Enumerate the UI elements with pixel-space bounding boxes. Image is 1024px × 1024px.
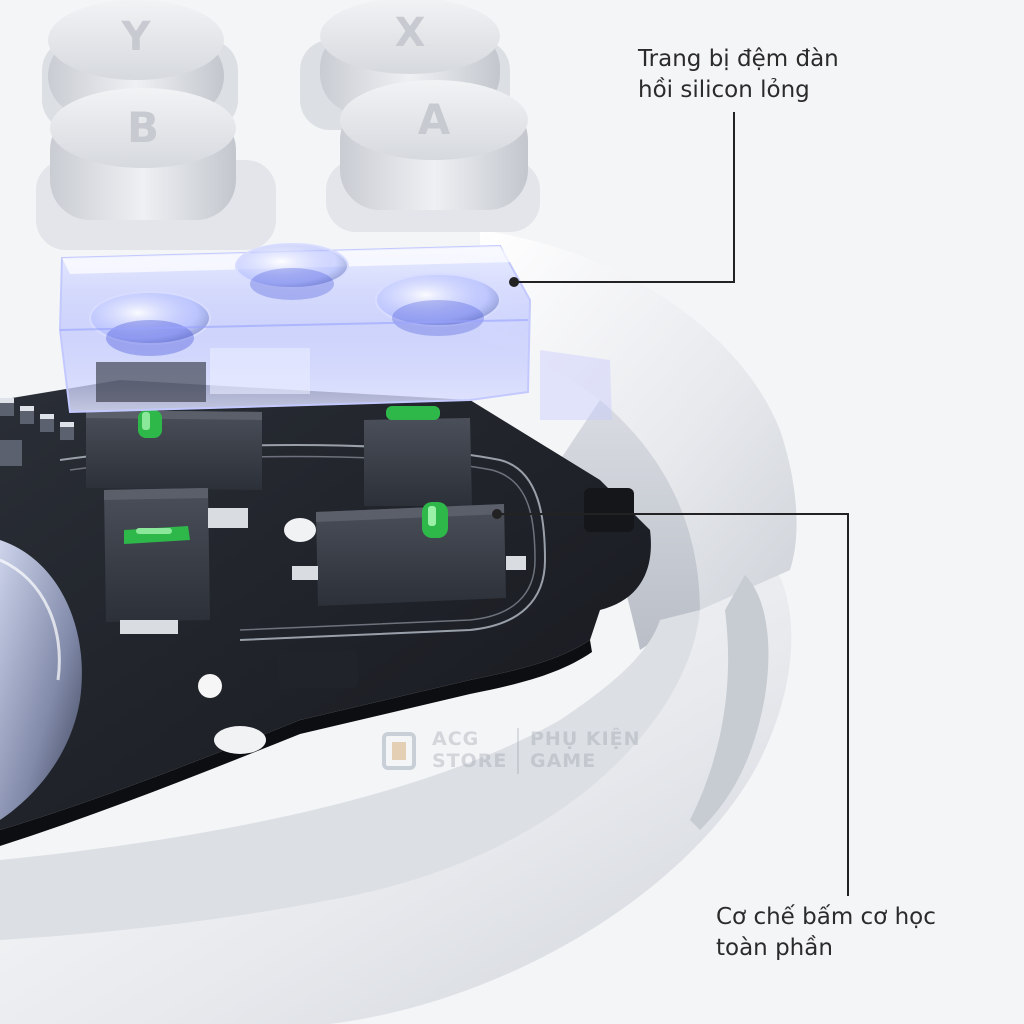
callout-mechanical-switch: Cơ chế bấm cơ học toàn phần [716, 904, 936, 961]
store-logo-icon [382, 732, 416, 770]
button-label-y: Y [121, 14, 152, 60]
watermark-store-name: ACG STORE [432, 728, 508, 772]
silicone-membrane-block [58, 243, 612, 420]
micro-switch [86, 410, 262, 490]
button-label-x: X [395, 10, 426, 56]
callout-line-bottom [492, 509, 849, 896]
button-label-b: B [127, 103, 159, 152]
button-label-a: A [418, 95, 451, 144]
watermark-divider [517, 728, 519, 774]
micro-switch [208, 502, 526, 606]
callout-silicone-cushion: Trang bị đệm đàn hồi silicon lỏng [638, 46, 839, 103]
micro-switch [104, 488, 210, 634]
micro-switch [364, 406, 472, 506]
face-button-a: A [326, 80, 540, 232]
face-button-b: B [36, 88, 276, 250]
callout-line-top [509, 112, 735, 287]
watermark-tagline: PHỤ KIỆN GAME [530, 728, 641, 772]
